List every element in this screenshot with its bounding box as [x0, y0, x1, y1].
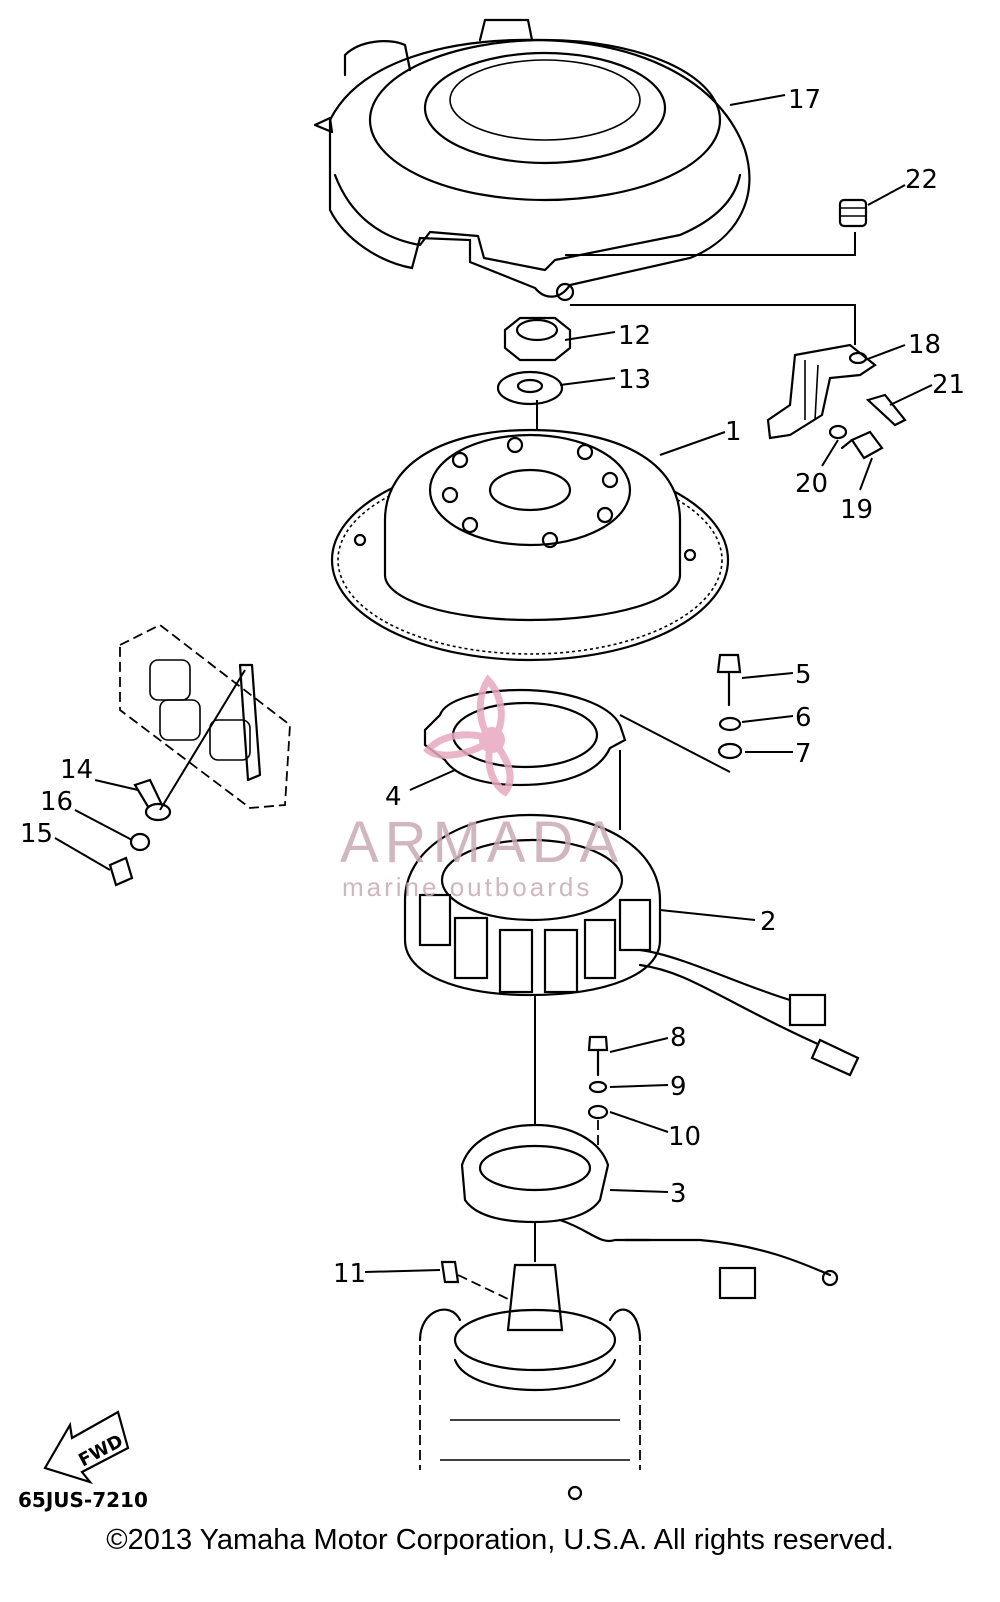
key-part-11	[440, 1260, 460, 1284]
grommet-part-22	[838, 198, 868, 228]
washer-part-20	[828, 424, 848, 440]
watermark: ARMADA marine outboards	[340, 674, 624, 902]
flywheel-part-1	[330, 428, 730, 662]
callout-1: 1	[725, 417, 742, 447]
callout-8: 8	[670, 1023, 687, 1053]
callout-leaders	[54, 94, 933, 1273]
watermark-brand: ARMADA	[340, 810, 624, 875]
bolt-part-8	[587, 1035, 609, 1077]
callout-10: 10	[668, 1122, 701, 1152]
callout-2: 2	[760, 907, 777, 937]
callout-18: 18	[908, 330, 941, 360]
callout-7: 7	[795, 739, 812, 769]
stator-part-2	[403, 813, 860, 1077]
fwd-arrow-icon: FWD	[43, 1410, 130, 1485]
callout-21: 21	[932, 370, 965, 400]
callout-11: 11	[333, 1259, 366, 1289]
pulser-coil-part-3	[460, 1123, 839, 1300]
callout-5: 5	[795, 660, 812, 690]
flywheel-cover-part-17	[313, 18, 751, 302]
callout-15: 15	[20, 819, 53, 849]
copyright-notice: ©2013 Yamaha Motor Corporation, U.S.A. A…	[106, 1524, 894, 1556]
callout-6: 6	[795, 703, 812, 733]
callout-20: 20	[795, 469, 828, 499]
washer-part-16	[129, 832, 151, 852]
callout-12: 12	[618, 321, 651, 351]
callout-labels: 1 2 3 4 5 6 7 8 9 10 11 12 13 14 15 16 1…	[20, 85, 965, 1289]
callout-19: 19	[840, 495, 873, 525]
crankcase-shaft	[418, 1222, 642, 1501]
side-plate	[119, 623, 291, 809]
bolt-part-5	[716, 653, 742, 707]
bracket-part-14	[133, 778, 172, 822]
washer-part-9	[588, 1080, 608, 1094]
washer-part-6	[718, 716, 742, 732]
part-code: 65JUS-7210	[18, 1488, 148, 1512]
nut-part-12	[503, 316, 572, 362]
callout-16: 16	[40, 787, 73, 817]
callout-13: 13	[618, 365, 651, 395]
clip-part-21	[865, 393, 907, 427]
callout-4: 4	[385, 782, 402, 812]
washer-part-7	[717, 742, 743, 760]
propeller-logo-icon	[423, 674, 514, 797]
bracket-part-18	[766, 343, 877, 440]
callout-14: 14	[60, 755, 93, 785]
bolt-part-15	[108, 856, 134, 887]
callout-22: 22	[905, 165, 938, 195]
watermark-tagline: marine outboards	[342, 872, 592, 902]
bolt-part-19	[840, 430, 884, 460]
washer-part-10	[587, 1104, 609, 1120]
washer-part-13	[496, 370, 564, 406]
callout-17: 17	[788, 85, 821, 115]
callout-9: 9	[670, 1072, 687, 1102]
callout-3: 3	[670, 1179, 687, 1209]
